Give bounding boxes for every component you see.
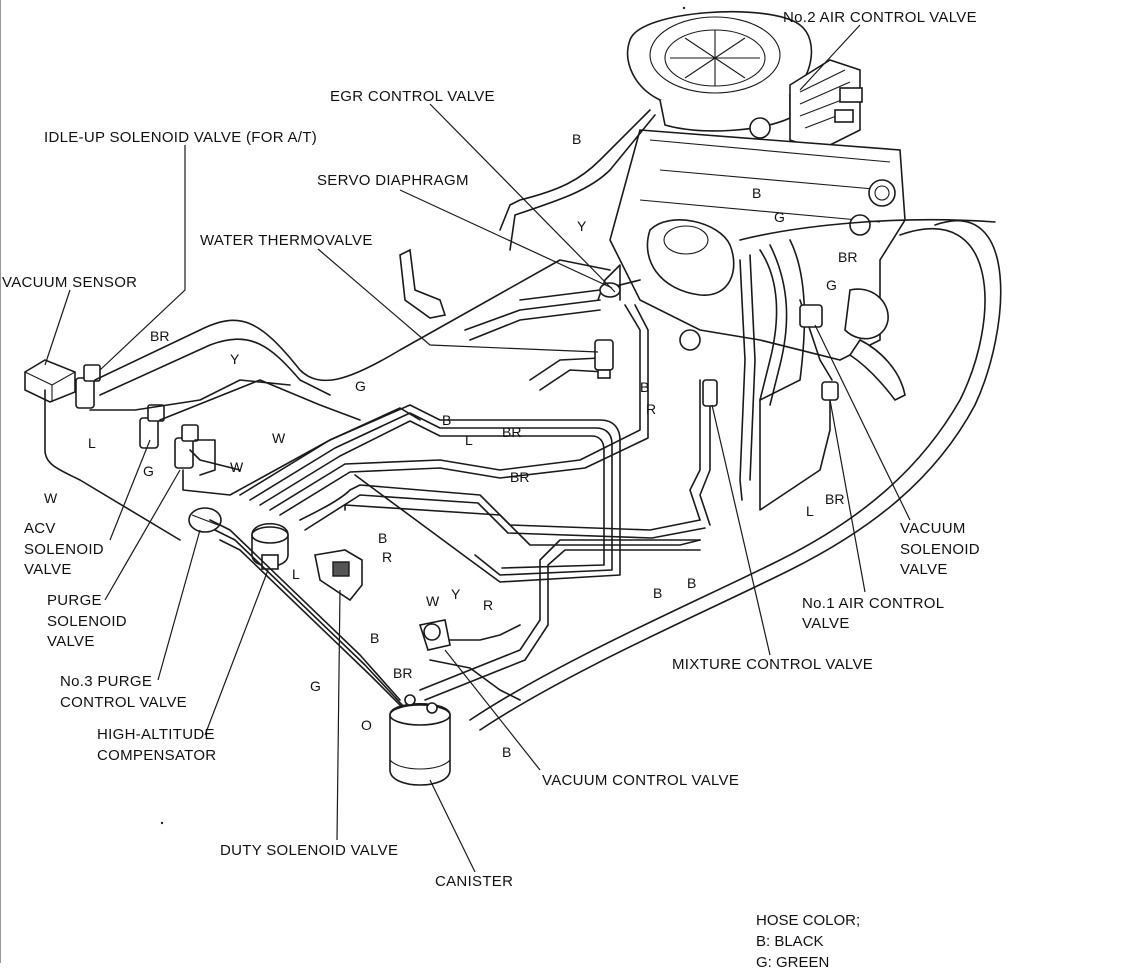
duty-solenoid-part — [314, 549, 363, 602]
label-high-altitude-compensator: HIGH-ALTITUDE COMPENSATOR — [97, 726, 219, 764]
hose-code: R — [646, 401, 656, 417]
high-altitude-compensator-part — [251, 523, 289, 570]
scan-dot — [682, 6, 686, 10]
upper-right-hose — [739, 218, 996, 241]
label-hac-line-1: HIGH-ALTITUDE — [97, 726, 215, 743]
legend-title: HOSE COLOR; — [756, 912, 861, 929]
label-no1-line-1: No.1 AIR CONTROL — [802, 595, 944, 612]
hose-code: G — [826, 277, 837, 293]
label-acv-line-2: SOLENOID — [24, 541, 104, 558]
label-acv-line-3: VALVE — [24, 561, 72, 578]
hose-code: B — [502, 744, 511, 760]
hose-code: W — [44, 490, 58, 506]
hose-code: R — [483, 597, 493, 613]
hose-code: G — [355, 378, 366, 394]
idle-up-solenoid-part — [75, 364, 101, 409]
hose-color-legend: HOSE COLOR; B: BLACK G: GREEN — [756, 910, 860, 973]
label-duty-solenoid-valve: DUTY SOLENOID VALVE — [220, 842, 398, 859]
label-no3-purge-control-valve: No.3 PURGE CONTROL VALVE — [60, 673, 187, 711]
hose-code: BR — [393, 665, 412, 681]
legend-entry-black: B: BLACK — [756, 933, 824, 950]
water-thermovalve-part — [594, 339, 614, 379]
hose-code: W — [230, 459, 244, 475]
no3-purge-control-valve-part — [188, 507, 222, 533]
label-canister: CANISTER — [435, 873, 513, 890]
hose-code: G — [774, 209, 785, 225]
canister-main-hose-outer — [479, 220, 1002, 731]
label-egr-control-valve: EGR CONTROL VALVE — [330, 88, 495, 105]
mixture-control-valve-part — [702, 379, 718, 407]
hose-code: B — [442, 412, 451, 428]
hose-color-codes: B Y B G BR G BR Y G B R B L BR L W W G B… — [44, 131, 857, 760]
hose-code: L — [292, 566, 300, 582]
hose-code: B — [378, 530, 387, 546]
engine-block — [609, 129, 906, 402]
purge-solenoid-part — [174, 424, 199, 469]
label-no3-line-1: No.3 PURGE — [60, 673, 152, 690]
hose-code: R — [382, 549, 392, 565]
hose-code: BR — [825, 491, 844, 507]
acv-solenoid-part — [139, 404, 165, 449]
hose-code: BR — [838, 249, 857, 265]
label-acv-solenoid-valve: ACV SOLENOID VALVE — [24, 520, 108, 578]
scan-dot — [160, 821, 164, 825]
hose-code: B — [687, 575, 696, 591]
label-no3-line-2: CONTROL VALVE — [60, 694, 187, 711]
hose-code: B — [653, 585, 662, 601]
label-vsv-line-2: SOLENOID — [900, 541, 980, 558]
hose-code: B — [640, 379, 649, 395]
label-purge-line-1: PURGE — [47, 592, 102, 609]
hose-code: O — [361, 717, 372, 733]
hose-code: BR — [150, 328, 169, 344]
label-purge-solenoid-valve: PURGE SOLENOID VALVE — [47, 592, 131, 650]
hose-code: G — [143, 463, 154, 479]
hose-code: W — [272, 430, 286, 446]
no1-air-control-valve-part — [821, 381, 839, 401]
label-acv-line-1: ACV — [24, 520, 56, 537]
hose-code: G — [310, 678, 321, 694]
canister-main-hose — [469, 228, 986, 721]
servo-diaphragm-part — [599, 282, 621, 298]
hose-code: B — [572, 131, 581, 147]
vacuum-control-valve-part — [418, 619, 451, 651]
label-water-thermovalve: WATER THERMOVALVE — [200, 232, 373, 249]
hose-code: L — [806, 503, 814, 519]
label-idle-up-solenoid-valve: IDLE-UP SOLENOID VALVE (FOR A/T) — [44, 129, 317, 146]
hose-code: Y — [230, 351, 240, 367]
hose-code: L — [88, 435, 96, 451]
vacuum-solenoid-valve-part — [799, 304, 823, 328]
label-no2-air-control-valve: No.2 AIR CONTROL VALVE — [783, 9, 977, 26]
leader-lines — [44, 24, 911, 873]
hose-code: B — [370, 630, 379, 646]
label-vacuum-sensor: VACUUM SENSOR — [2, 274, 137, 291]
hose-code: W — [426, 593, 440, 609]
air-cleaner — [626, 10, 813, 132]
label-hac-line-2: COMPENSATOR — [97, 747, 216, 764]
hose-code: L — [465, 432, 473, 448]
hose-code: B — [752, 185, 761, 201]
canister-part — [389, 694, 451, 786]
label-servo-diaphragm: SERVO DIAPHRAGM — [317, 172, 469, 189]
hose-code: BR — [510, 469, 529, 485]
label-vsv-line-1: VACUUM — [900, 520, 966, 537]
label-purge-line-3: VALVE — [47, 633, 95, 650]
label-vsv-line-3: VALVE — [900, 561, 948, 578]
vacuum-sensor-part — [24, 359, 76, 403]
label-no1-line-2: VALVE — [802, 615, 850, 632]
label-vacuum-solenoid-valve: VACUUM SOLENOID VALVE — [900, 520, 984, 578]
hose-code: Y — [577, 218, 587, 234]
label-mixture-control-valve: MIXTURE CONTROL VALVE — [672, 656, 873, 673]
hose-code: Y — [451, 586, 461, 602]
hose-code: BR — [502, 424, 521, 440]
hose-bundle — [44, 109, 833, 716]
label-purge-line-2: SOLENOID — [47, 613, 127, 630]
label-vacuum-control-valve: VACUUM CONTROL VALVE — [542, 772, 739, 789]
egr-bracket — [399, 248, 447, 319]
label-no1-air-control-valve: No.1 AIR CONTROL VALVE — [802, 595, 948, 632]
